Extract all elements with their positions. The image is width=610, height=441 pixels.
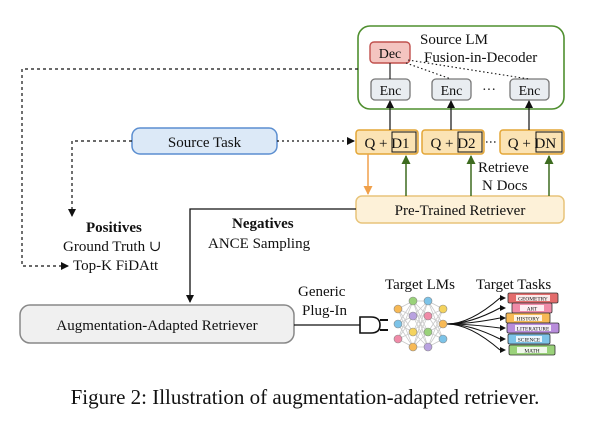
target-lms-label: Target LMs <box>385 277 455 293</box>
nn-node <box>438 319 448 329</box>
book-label: ART <box>527 306 538 312</box>
fan-arrow <box>446 323 501 351</box>
encoder-2: Enc <box>431 78 472 101</box>
books-stack-icon: GEOMETRY ART HISTORY LITERATURE SCIENCE MATH <box>505 292 560 356</box>
book-label: LITERATURE <box>517 326 550 332</box>
fan-arrowhead <box>500 325 506 331</box>
encoder-1: Enc <box>370 78 411 101</box>
nn-edge <box>412 300 429 348</box>
nn-node <box>393 304 403 314</box>
book-label-strip <box>516 336 542 342</box>
book-label-strip <box>517 347 547 353</box>
source-lm-title: Source LM <box>420 32 488 48</box>
qd-label: Q + D2 <box>430 136 475 152</box>
nn-edge <box>397 315 414 340</box>
nn-node <box>408 311 418 321</box>
book-label-strip <box>515 325 551 331</box>
nn-edge <box>427 308 444 333</box>
neural-network-icon <box>393 296 448 352</box>
nn-node <box>408 342 418 352</box>
encoder-ellipsis: ··· <box>482 83 496 98</box>
retrieve-label-line1: Retrieve <box>478 160 529 176</box>
book-label-strip <box>514 315 542 321</box>
aar-label: Augmentation-Adapted Retriever <box>56 318 257 334</box>
source-task-label: Source Task <box>168 135 242 151</box>
book-label-strip <box>516 295 550 301</box>
fan-arrow <box>446 297 501 325</box>
nn-node <box>438 304 448 314</box>
nn-node <box>423 342 433 352</box>
book-label: MATH <box>524 348 539 354</box>
qd-box-2: Q + D2 <box>421 129 485 155</box>
nn-node <box>393 319 403 329</box>
retrieve-label-line2: N Docs <box>482 178 528 194</box>
qd-label: Q + DN <box>508 136 557 152</box>
positives-line1: Ground Truth ∪ <box>63 239 161 255</box>
nn-edge <box>397 300 414 340</box>
decoder-label: Dec <box>379 47 402 62</box>
positives-line2: Top-K FiDAtt <box>73 258 159 274</box>
encoder-label: Enc <box>380 84 402 99</box>
fan-arrowhead <box>500 305 506 311</box>
figure-caption: Figure 2: Illustration of augmentation-a… <box>70 385 540 409</box>
target-tasks-label: Target Tasks <box>476 277 551 293</box>
qd-label: Q + D1 <box>364 136 409 152</box>
nn-node <box>408 327 418 337</box>
book-label: GEOMETRY <box>518 296 548 302</box>
fan-arrowhead <box>500 315 506 321</box>
negatives-arrow <box>186 208 356 303</box>
aar-box <box>19 304 295 344</box>
nn-node <box>408 296 418 306</box>
fan-arrows <box>446 295 506 353</box>
book-label: SCIENCE <box>518 337 541 343</box>
nn-edge <box>427 308 444 348</box>
nn-node <box>393 334 403 344</box>
nn-node <box>423 296 433 306</box>
enc-dec-link <box>407 59 530 80</box>
nn-edge <box>397 300 414 325</box>
fan-arrowhead <box>500 295 506 301</box>
plugin-line1: Generic <box>298 284 346 300</box>
source-lm-subtitle: Fusion-in-Decoder <box>424 50 537 66</box>
nn-node <box>438 334 448 344</box>
fan-arrowhead <box>500 347 506 353</box>
fan-arrowhead <box>500 336 506 342</box>
pretrained-retriever-label: Pre-Trained Retriever <box>395 203 526 219</box>
positives-title: Positives <box>86 220 142 236</box>
nn-node <box>423 327 433 337</box>
encoder-label: Enc <box>519 84 541 99</box>
nn-node <box>423 311 433 321</box>
plug-icon <box>359 316 388 334</box>
book-label: HISTORY <box>517 316 540 322</box>
source-lm-to-positives-dashed <box>21 68 358 270</box>
qd-box-1: Q + D1 <box>355 129 419 155</box>
nn-edge <box>412 300 429 333</box>
encoder-n: Enc <box>509 78 550 101</box>
negatives-detail: ANCE Sampling <box>208 236 311 252</box>
nn-edge <box>412 315 429 348</box>
book-label-strip <box>520 305 544 311</box>
negatives-title: Negatives <box>232 216 294 232</box>
plugin-line2: Plug-In <box>302 303 348 319</box>
qd-box-n: Q + DN <box>499 129 565 155</box>
nn-edge <box>427 323 444 348</box>
source-task-to-positives-dashed <box>68 140 132 217</box>
encoder-label: Enc <box>441 84 463 99</box>
